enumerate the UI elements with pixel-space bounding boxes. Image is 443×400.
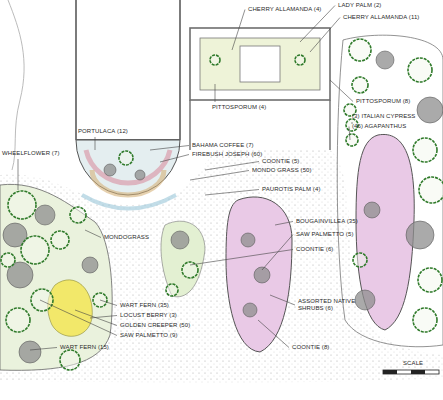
shrub [119,151,133,165]
plant-callout: PORTULACA (12) [78,128,128,135]
leader-line [232,10,245,51]
shrub [8,191,36,219]
leader-line [150,146,189,151]
plant-callout: WHEELFLOWER (7) [2,150,60,157]
shrub-group [1,39,443,370]
shrub [352,77,368,93]
leader-line [190,250,293,266]
leader-line [275,222,293,226]
leader-line [258,320,289,348]
shrub [413,138,437,162]
shrub [419,177,443,203]
shrub [21,236,49,264]
leader-line [75,310,117,326]
leader-line [270,295,295,305]
shrub [171,231,189,249]
plant-callout: SAW PALMETTO (5) [296,231,354,238]
leader-line [40,300,117,336]
scale-label: SCALE [403,360,423,367]
shrub [241,233,255,247]
plant-callout: PITTOSPORUM (8) [356,98,410,105]
plant-callout: BOUGAINVILLEA (35) [296,218,358,225]
plant-callout: MONDOGRASS [104,234,149,241]
plant-callout: WART FERN (15) [60,344,109,351]
shrub [349,39,371,61]
bougainvillea-bed [226,197,292,352]
shrub [295,55,305,65]
shrub [31,289,53,311]
plant-callout: CHERRY ALLAMANDA (11) [343,14,419,21]
shrub [418,268,442,292]
plant-callout: PITTOSPORUM (4) [212,104,266,111]
shrub [355,290,375,310]
shrub [166,284,178,296]
shrub [353,253,367,267]
plant-callout: GOLDEN CREEPER (50) [120,322,190,329]
shrub [51,231,69,249]
leader-line [30,348,57,351]
house-wall [76,0,180,140]
shrub [210,55,220,65]
leader-line [310,18,340,53]
scale-bar [383,370,439,374]
shrub [1,253,15,267]
leader-line [100,300,117,306]
plant-callout: MONDO GRASS (50) [252,167,312,174]
leader-line [190,171,249,181]
shrub [417,97,443,123]
plant-callout: PAUROTIS PALM (4) [262,186,321,193]
plant-callout: ASSORTED NATIVE SHRUBS (6) [298,298,358,312]
shrub [376,51,394,69]
shrub [19,341,41,363]
shrub [82,257,98,273]
plant-callout: CHERRY ALLAMANDA (4) [248,6,321,13]
bougainvillea-bed [356,134,414,330]
plant-callout: COONTIE (8) [292,344,329,351]
plant-callout: SAW PALMETTO (9) [120,332,178,339]
leader-line [205,190,259,196]
leader-line [349,127,350,141]
leader-line [330,80,353,102]
shrub [70,207,86,223]
plant-callout: FIREBUSH JOSEPH (60) [192,151,262,158]
plant-callout: LADY PALM (2) [338,2,381,9]
leader-line [215,84,216,102]
plant-callout: BAHAMA COFFEE (7) [192,142,254,149]
shrub [135,170,145,180]
courtyard-wall [190,28,330,100]
leader-line [262,235,293,271]
shrub [408,58,432,82]
shrub [364,202,380,218]
planting-bed [0,184,112,370]
shrub [413,308,437,332]
plant-callout: COONTIE (6) [296,246,333,253]
shrub [346,134,358,146]
plant-callout: WART FERN (35) [120,302,169,309]
shrub [35,205,55,225]
leader-line [18,159,19,190]
golden-creeper-bed [48,280,93,336]
leader-line [85,230,101,238]
leader-line [205,162,259,171]
plant-callout: (46) AGAPANTHUS [352,123,406,130]
shrub [104,164,116,176]
leader-line [95,137,96,150]
plant-callout: COONTIE (5) [262,158,299,165]
shrub [406,221,434,249]
shrub [243,303,257,317]
leader-line [160,155,189,163]
shrub [60,350,80,370]
plant-callout: (3) ITALIAN CYPRESS [352,113,415,120]
plant-callout: LOCUST BERRY (3) [120,312,177,319]
shrub [254,267,270,283]
shrub [6,308,30,332]
